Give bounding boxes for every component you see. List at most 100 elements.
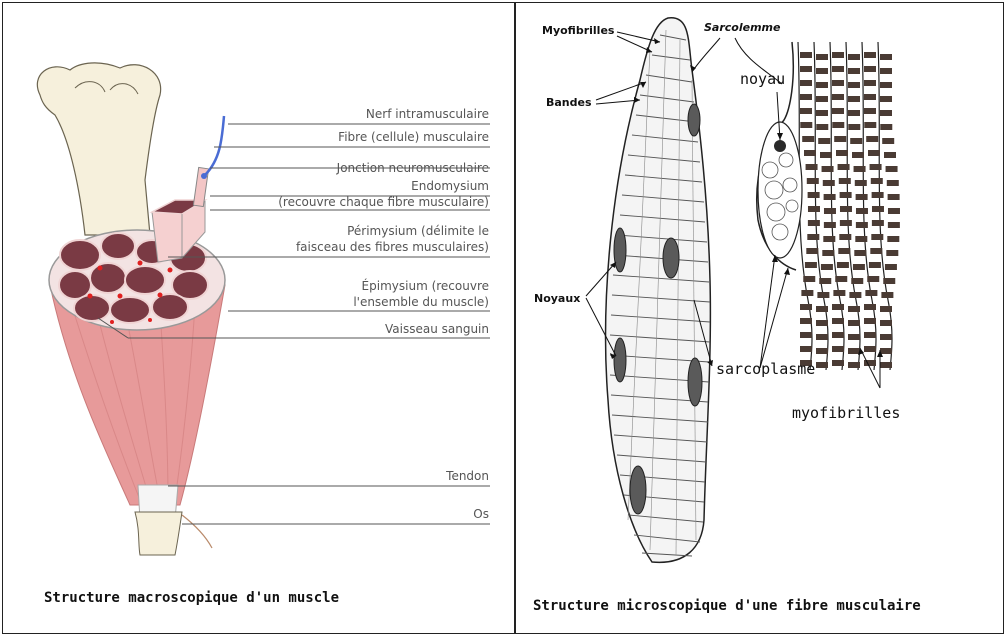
sarcomere-band [880,348,892,354]
sarcomere-band [800,94,812,100]
sarcomere-band [852,264,865,270]
sarcomere-band [848,320,860,326]
label-myofibrilles-bottom: myofibrilles [792,404,900,422]
sarcomere-band [800,108,812,114]
sarcomere-band [803,276,816,282]
left-leader-lines [97,123,490,525]
sarcomere-band [848,334,860,340]
sarcomere-band [851,278,864,284]
sarcomere-band [865,290,878,296]
label-perimysium: Périmysium (délimite le [347,224,489,238]
sarcomere-band [883,278,896,284]
sarcomere-band [816,110,828,116]
sarcomere-band [832,346,844,352]
sarcomere-band [839,192,852,198]
sarcomere-band [832,94,844,100]
label-myofibrilles-top: Myofibrilles [542,24,615,37]
sarcomere-band [819,278,832,284]
sarcomere-band [864,304,876,310]
right-labels: Myofibrilles Sarcolemme Bandes noyau Noy… [534,21,900,422]
sarcomere-band [837,164,850,170]
sarcomere-band [832,108,844,114]
sarcomere-band [849,292,862,298]
sarcomere-band [864,94,876,100]
sarcomere-band [864,122,877,128]
sarcomere-band [871,234,884,240]
sarcomere-band [848,82,860,88]
sarcomere-band [800,346,812,352]
sarcomere-band [871,206,884,212]
sarcomere-band [866,136,879,142]
sarcomere-band [816,124,829,130]
label-os: Os [473,507,489,521]
sarcomere-band [886,180,899,186]
sarcomere-band [867,276,880,282]
label-sarcoplasme: sarcoplasme [716,360,815,378]
sarcomere-band [880,124,893,130]
sarcomere-band [855,194,868,200]
sarcomere-band [871,192,884,198]
sarcomere-band [800,318,812,324]
sarcomere-band [880,82,892,88]
macroscopic-muscle-illustration [36,62,226,556]
sarcomere-band [800,52,812,58]
myofibril-bands [800,52,900,368]
sarcomere-band [848,96,860,102]
sarcomere-band [864,52,876,58]
label-bandes: Bandes [546,96,592,109]
sarcomere-band [887,236,900,242]
sarcomere-band [884,152,896,158]
muscle-fibre-illustration [604,17,712,564]
bone-bottom-illustration [134,511,183,556]
sarcomere-band [835,276,848,282]
sarcomere-band [823,236,836,242]
sarcomere-band [848,54,860,60]
label-tendon: Tendon [445,469,489,483]
sarcomere-band [886,250,899,256]
sarcomere-band [887,208,900,214]
sarcomere-band [801,290,814,296]
sarcomere-band [868,262,881,268]
label-jonction-neuromusculaire: Jonction neuromusculaire [336,161,489,175]
sarcomere-band [854,250,867,256]
sarcomere-band [871,220,884,226]
sarcomere-band [800,80,812,86]
sarcomere-band [802,136,815,142]
sarcomere-band [848,306,860,312]
sarcomere-band [807,192,820,198]
sarcomere-band [816,306,828,312]
sarcomere-band [864,318,876,324]
sarcomere-band [864,80,876,86]
sarcomere-band [832,52,844,58]
sarcomere-band [885,166,898,172]
sarcomere-band [852,152,864,158]
sarcomere-band [832,360,844,366]
label-noyau: noyau [740,70,785,88]
sarcomere-band [821,166,834,172]
label-noyaux: Noyaux [534,292,580,305]
sarcomere-band [822,180,835,186]
sarcomere-band [881,292,894,298]
sarcomere-band [864,66,876,72]
label-sarcolemme: Sarcolemme [704,21,781,34]
label-endomysium: Endomysium [411,179,489,193]
sarcomere-band [832,80,844,86]
label-perimysium-detail: faisceau des fibres musculaires) [296,240,489,254]
label-endomysium-detail: (recouvre chaque fibre musculaire) [278,195,489,209]
sarcomere-band [816,320,828,326]
sarcomere-band [839,234,852,240]
sarcomere-band [869,164,882,170]
sarcomere-band [838,178,851,184]
sarcomere-band [870,178,883,184]
sarcomere-band [823,208,836,214]
sarcomere-band [836,262,849,268]
sarcomere-band [800,122,813,128]
sarcomere-band [880,334,892,340]
sarcomere-band [882,138,895,144]
sarcomere-band [820,264,833,270]
sarcomere-band [850,138,863,144]
sarcomere-band [832,332,844,338]
sarcomere-band [832,304,844,310]
sarcomere-band [833,290,846,296]
